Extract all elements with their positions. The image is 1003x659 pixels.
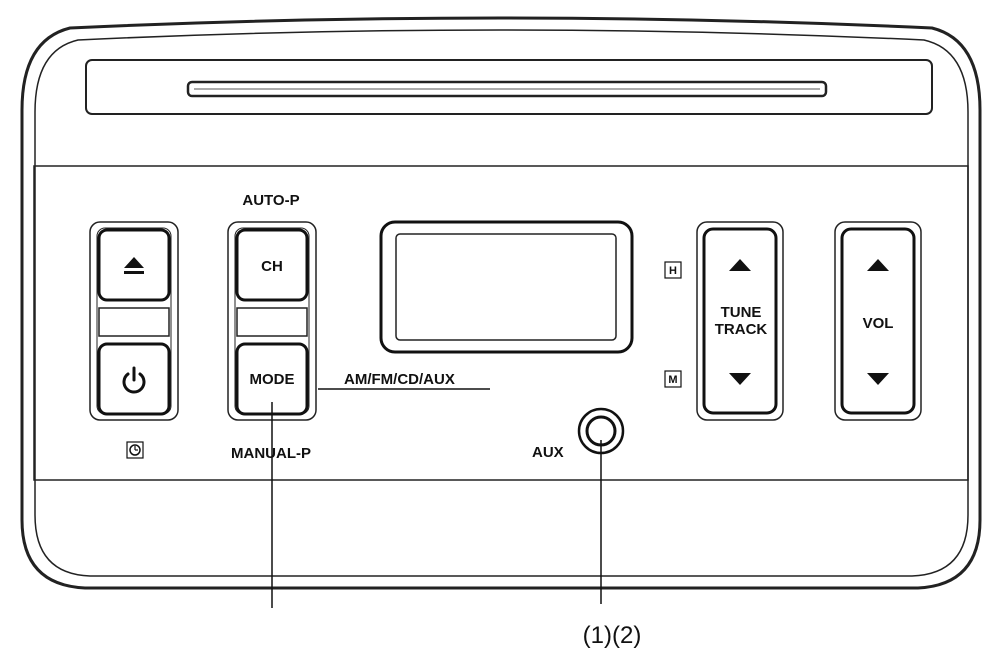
- tune-label: TUNE: [721, 304, 762, 321]
- am-fm-cd-aux-label: AM/FM/CD/AUX: [344, 371, 455, 388]
- m-indicator-box: [664, 370, 682, 388]
- vol-down-icon[interactable]: [867, 373, 889, 385]
- manual-p-label: MANUAL-P: [231, 445, 311, 462]
- h-indicator: H: [669, 265, 677, 277]
- housing-outer: [20, 16, 982, 590]
- control-panel: [33, 165, 969, 481]
- track-label: TRACK: [715, 321, 768, 338]
- vol-up-icon[interactable]: [867, 259, 889, 271]
- m-indicator: M: [668, 374, 677, 386]
- display-screen: [395, 233, 617, 341]
- eject-power-group: [89, 221, 179, 421]
- tune-track-rocker[interactable]: [702, 227, 778, 415]
- ch-mode-separator: [236, 307, 308, 337]
- auto-p-label: AUTO-P: [242, 192, 299, 209]
- clock-icon: [129, 444, 141, 456]
- eject-icon: [124, 257, 144, 274]
- ch-button[interactable]: [235, 228, 309, 302]
- vol-rocker[interactable]: [840, 227, 916, 415]
- housing-inner: [34, 29, 969, 577]
- tune-track-group: [696, 221, 784, 421]
- aux-label: AUX: [532, 444, 564, 461]
- ch-label: CH: [261, 258, 283, 275]
- eject-power-separator: [98, 307, 170, 337]
- vol-label: VOL: [863, 315, 894, 332]
- power-icon: [122, 366, 146, 394]
- tune-up-icon[interactable]: [729, 259, 751, 271]
- vol-group: [834, 221, 922, 421]
- tune-down-icon[interactable]: [729, 373, 751, 385]
- aux-callout-label: (1)(2): [583, 622, 642, 649]
- cd-slot-frame: [85, 59, 933, 115]
- mode-label: MODE: [250, 371, 295, 388]
- h-indicator-box: [664, 261, 682, 279]
